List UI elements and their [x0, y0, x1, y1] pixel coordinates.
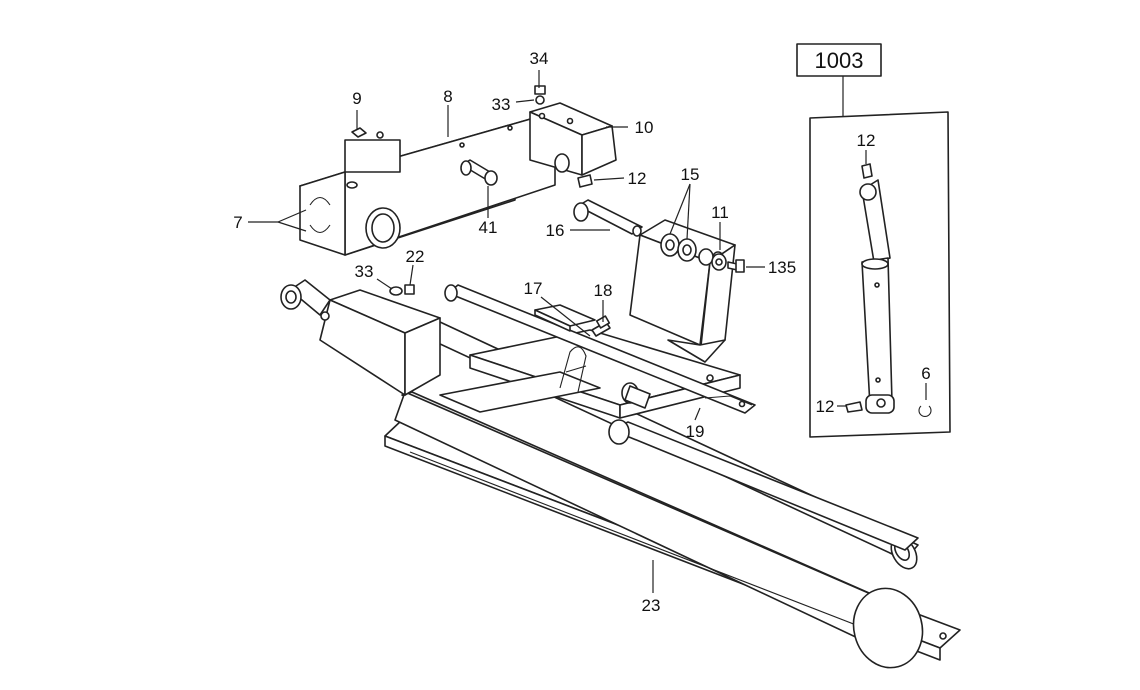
callout-23: 23 [642, 596, 661, 615]
bolt-18 [591, 315, 611, 337]
grease-nipple-upper [577, 174, 593, 188]
callout-12-upper: 12 [628, 169, 647, 188]
callout-8: 8 [443, 87, 452, 106]
callout-22: 22 [406, 247, 425, 266]
main-beam [299, 111, 556, 256]
inset-1003 [796, 43, 951, 438]
callout-19: 19 [686, 422, 705, 441]
callout-34: 34 [530, 49, 549, 68]
pin-16 [573, 199, 643, 237]
callout-9: 9 [352, 89, 361, 108]
callout-7: 7 [233, 213, 242, 232]
left-bracket [280, 279, 441, 396]
cross-frame [439, 329, 741, 419]
callout-labels: 1003 34 33 9 8 10 12 7 41 15 11 16 135 3… [233, 48, 930, 615]
inset-label: 1003 [815, 48, 864, 73]
pin-41 [460, 159, 498, 186]
lower-cylinder [608, 382, 919, 551]
head-block [529, 102, 617, 176]
callout-10: 10 [635, 118, 654, 137]
callout-18: 18 [594, 281, 613, 300]
callout-135: 135 [768, 258, 796, 277]
inset-label-box [796, 43, 882, 77]
callout-6: 6 [921, 364, 930, 383]
callout-16: 16 [546, 221, 565, 240]
leader-lines [248, 70, 927, 593]
callout-17: 17 [524, 279, 543, 298]
callout-12-inset-bottom: 12 [816, 397, 835, 416]
callout-12-inset-top: 12 [857, 131, 876, 150]
washers-15 [660, 233, 697, 262]
callout-41: 41 [479, 218, 498, 237]
handle-bar [444, 284, 756, 414]
callout-33-lower: 33 [355, 262, 374, 281]
bolt-135 [698, 248, 745, 273]
spring-clip [559, 346, 587, 393]
callout-33-upper: 33 [492, 95, 511, 114]
callout-15: 15 [681, 165, 700, 184]
small-fasteners [351, 85, 546, 296]
callout-11: 11 [711, 203, 729, 222]
